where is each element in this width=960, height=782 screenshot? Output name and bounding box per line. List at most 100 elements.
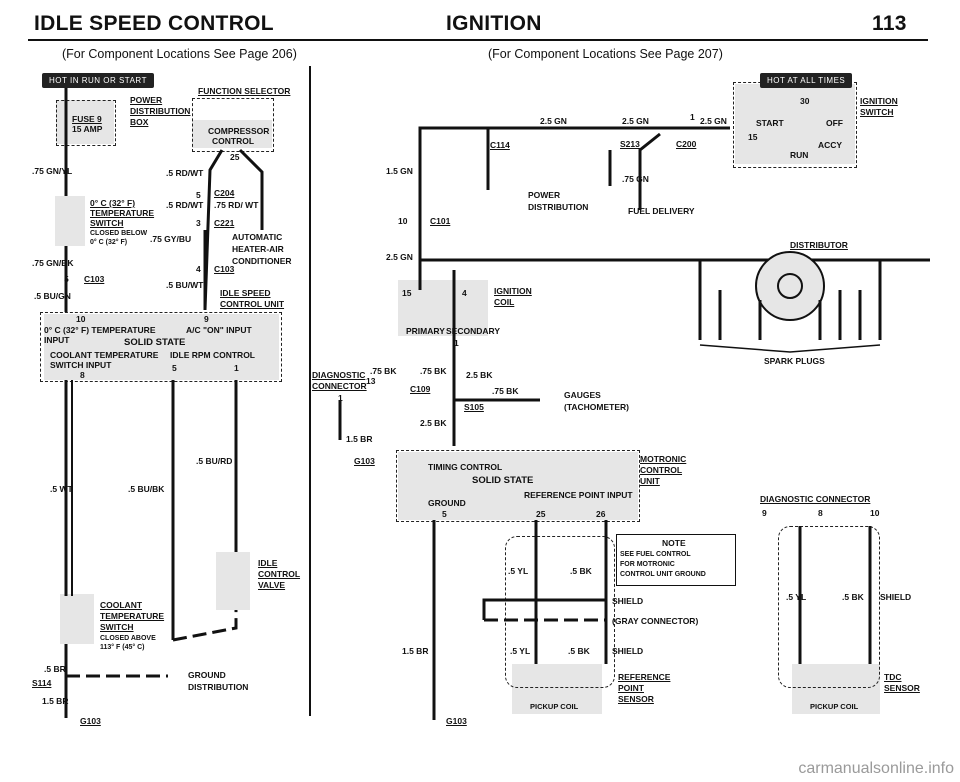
idle-speed-line2: CONTROL UNIT: [220, 299, 285, 309]
splice-s114: S114: [32, 678, 52, 688]
note-line2: FOR MOTRONIC: [620, 561, 675, 568]
power-dist-line2: DISTRIBUTION: [528, 202, 589, 212]
wire-label: .75 BK: [370, 366, 397, 376]
hot-run-start-badge: HOT IN RUN OR START: [42, 73, 154, 88]
wire-label: 2.5 GN: [622, 116, 649, 126]
pin-label: 10: [398, 216, 408, 226]
temp-switch-line4: CLOSED BELOW: [90, 230, 148, 237]
wire-label: 1.5 BR: [402, 646, 429, 656]
compressor-line2: CONTROL: [212, 136, 255, 146]
wire-label: .75 GN/BK: [32, 258, 74, 268]
pin-label: 4: [462, 288, 467, 298]
ground-dist-line1: GROUND: [188, 670, 226, 680]
temp-switch-line5: 0° C (32° F): [90, 239, 128, 246]
wire-label: .5 BU/BK: [128, 484, 165, 494]
motronic-line2: CONTROL: [640, 465, 683, 475]
connector-c200: C200: [676, 139, 697, 149]
motronic-ground: GROUND: [428, 498, 466, 508]
ignition-switch-shade: [735, 84, 855, 164]
switch-pos-run: RUN: [790, 150, 809, 160]
wire-label: 1.5 GN: [386, 166, 413, 176]
function-selector-outline: [192, 98, 274, 152]
page-number: 113: [872, 12, 907, 35]
gauges-line1: GAUGES: [564, 390, 601, 400]
fuel-delivery: FUEL DELIVERY: [628, 206, 695, 216]
wire-label: 2.5 BK: [420, 418, 447, 428]
auto-heater-line1: AUTOMATIC: [232, 232, 283, 242]
note-line3: CONTROL UNIT GROUND: [620, 571, 706, 578]
fuse-box-outline: [56, 100, 116, 146]
auto-heater-line3: CONDITIONER: [232, 256, 292, 266]
connector-c221: C221: [214, 218, 235, 228]
watermark: carmanualsonline.info: [798, 760, 954, 777]
wire-label: .75 BK: [492, 386, 519, 396]
coolant-switch-line4: CLOSED ABOVE: [100, 635, 156, 642]
left-subtitle: (For Component Locations See Page 206): [62, 47, 297, 61]
wire-label: .5 BU/WT: [166, 280, 204, 290]
auto-heater-line2: HEATER-AIR: [232, 244, 284, 254]
pickup-coil: PICKUP COIL: [530, 702, 579, 711]
wire-label: .5 YL: [786, 592, 807, 602]
switch-pos-start: START: [756, 118, 784, 128]
solid-state-coolant: COOLANT TEMPERATURE: [50, 350, 159, 360]
solid-state-idle-rpm: IDLE RPM CONTROL: [170, 350, 255, 360]
ref-sensor-line3: SENSOR: [618, 694, 654, 704]
wire-label: .5 BU/RD: [196, 456, 233, 466]
pin-label: 15: [402, 288, 412, 298]
pin-label: 3: [196, 218, 201, 228]
compressor-line1: COMPRESSOR: [208, 126, 270, 136]
temp-switch-line1: 0° C (32° F): [90, 198, 136, 208]
ground-g103: G103: [80, 716, 101, 726]
fuse-label: FUSE 9: [72, 114, 102, 124]
pin-label: 5: [442, 509, 447, 519]
motronic-shade: [398, 452, 638, 520]
ref-sensor-line1: REFERENCE: [618, 672, 671, 682]
pin-label: 4: [196, 264, 201, 274]
wire-label: .75 GN: [622, 174, 649, 184]
motronic-line3: UNIT: [640, 476, 660, 486]
gauges-line2: (TACHOMETER): [564, 402, 629, 412]
ign-switch-line1: IGNITION: [860, 96, 898, 106]
distributor-label: DISTRIBUTOR: [790, 240, 848, 250]
wire-label: .5 RD/WT: [166, 200, 204, 210]
temp-switch-line2: TEMPERATURE: [90, 208, 155, 218]
wire-label: .75 GY/BU: [150, 234, 192, 244]
coil-primary: PRIMARY: [406, 326, 445, 336]
pin-label: 9: [762, 508, 767, 518]
tdc-sensor-line1: TDC: [884, 672, 902, 682]
pin-label: 26: [596, 509, 606, 519]
pin-label: 25: [230, 152, 240, 162]
wire-label: .5 BU/GN: [34, 291, 71, 301]
pin-label: 1: [234, 363, 239, 373]
ign-coil-line2: COIL: [494, 297, 515, 307]
wire-label: 2.5 GN: [540, 116, 567, 126]
motronic-line1: MOTRONIC: [640, 454, 687, 464]
right-subtitle: (For Component Locations See Page 207): [488, 47, 723, 61]
solid-state-title: SOLID STATE: [124, 337, 186, 348]
pin-label: 10: [870, 508, 880, 518]
switch-pin-30: 30: [800, 96, 810, 106]
connector-c204: C204: [214, 188, 235, 198]
note-box: [616, 534, 736, 586]
idle-valve-shade: [216, 552, 250, 610]
wire-label: .75 RD/ WT: [214, 200, 259, 210]
center-page-title: IGNITION: [446, 12, 542, 35]
left-page-title: IDLE SPEED CONTROL: [34, 12, 274, 35]
diag-conn-line1: DIAGNOSTIC: [312, 370, 366, 380]
motronic-solid-state: SOLID STATE: [472, 475, 534, 486]
solid-state-ac: A/C "ON" INPUT: [186, 325, 252, 335]
idle-valve-line3: VALVE: [258, 580, 286, 590]
hot-all-times-badge: HOT AT ALL TIMES: [760, 73, 853, 88]
wire-label: .75 BK: [420, 366, 447, 376]
diag-conn-line2: CONNECTOR: [312, 381, 367, 391]
gray-connector-label: (GRAY CONNECTOR): [612, 616, 699, 626]
center-divider: [309, 66, 311, 716]
connector-c101: C101: [430, 216, 451, 226]
pickup-coil-2: PICKUP COIL: [810, 702, 859, 711]
coil-shade: [398, 280, 488, 336]
diag-conn2-label: DIAGNOSTIC CONNECTOR: [760, 494, 871, 504]
wire-label: .5 BK: [842, 592, 864, 602]
solid-state-temp: 0° C (32° F) TEMPERATURE: [44, 325, 156, 335]
shield-label-2: SHIELD: [612, 646, 644, 656]
